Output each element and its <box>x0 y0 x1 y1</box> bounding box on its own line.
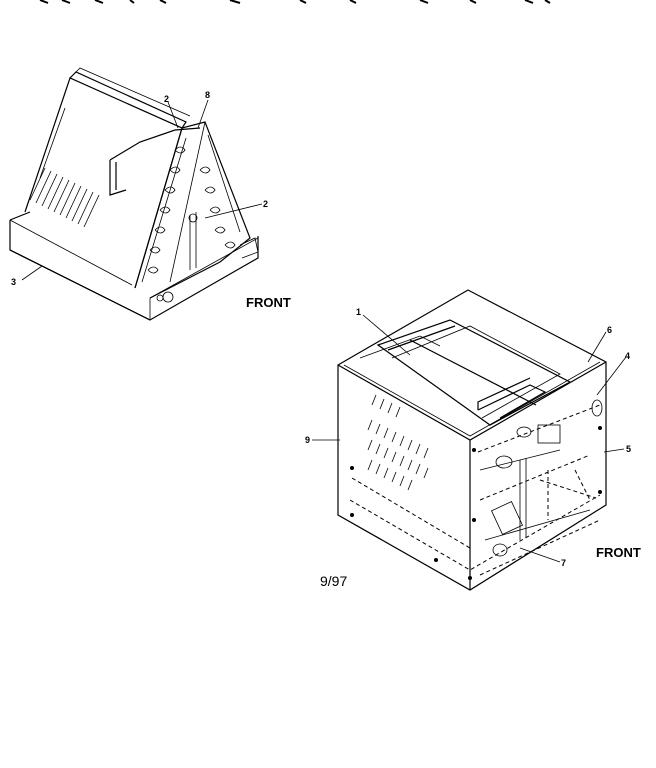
front-label-left: FRONT <box>246 295 291 310</box>
callout-9: 9 <box>305 435 310 445</box>
callout-4: 4 <box>625 351 630 361</box>
callout-8-left: 8 <box>205 90 210 100</box>
drain-pan <box>9 211 259 321</box>
callout-1: 1 <box>356 307 361 317</box>
front-label-right: FRONT <box>596 545 641 560</box>
callout-3: 3 <box>11 277 16 287</box>
callout-5: 5 <box>626 444 631 454</box>
revision-date: 9/97 <box>320 573 347 589</box>
cased-coil-cabinet <box>312 289 627 591</box>
callout-2-lower: 2 <box>263 199 268 209</box>
cropped-header-marks <box>39 0 551 4</box>
tube-sheet <box>109 121 259 299</box>
callout-7: 7 <box>561 558 566 568</box>
callout-2-upper: 2 <box>164 94 169 104</box>
a-coil-assembly <box>9 67 263 321</box>
callout-6: 6 <box>607 325 612 335</box>
